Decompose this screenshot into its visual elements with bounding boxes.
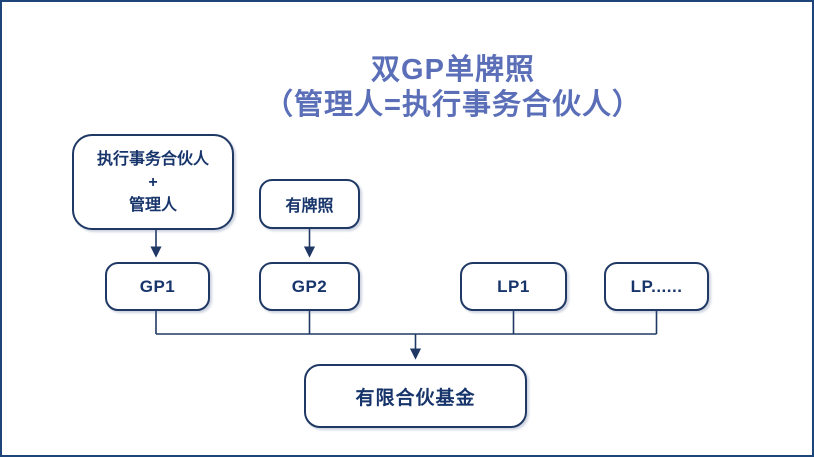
node-exec-partner-manager: 执行事务合伙人 + 管理人 [72,134,234,230]
node-limited-partnership-fund: 有限合伙基金 [304,364,527,428]
node-gp1-label: GP1 [139,276,176,296]
node-licensed: 有牌照 [259,179,360,229]
node-lp-more-label: LP...... [630,276,683,296]
node-exec-line2: + [148,173,158,191]
node-lp1: LP1 [460,262,567,311]
node-fund-label: 有限合伙基金 [355,387,476,409]
node-gp1: GP1 [105,262,210,311]
title-line1: 双GP单牌照 [371,54,535,86]
node-exec-line1: 执行事务合伙人 [96,150,209,168]
node-lp-more: LP...... [604,262,709,311]
node-lp1-label: LP1 [497,276,530,296]
node-licensed-label: 有牌照 [285,198,334,215]
title-line2: （管理人=执行事务合伙人） [264,89,642,121]
diagram-title: 双GP单牌照 （管理人=执行事务合伙人） [90,53,812,123]
node-exec-line3: 管理人 [128,196,177,214]
node-exec-label: 执行事务合伙人 + 管理人 [97,148,209,217]
node-gp2: GP2 [259,262,360,311]
node-gp2-label: GP2 [291,276,328,296]
